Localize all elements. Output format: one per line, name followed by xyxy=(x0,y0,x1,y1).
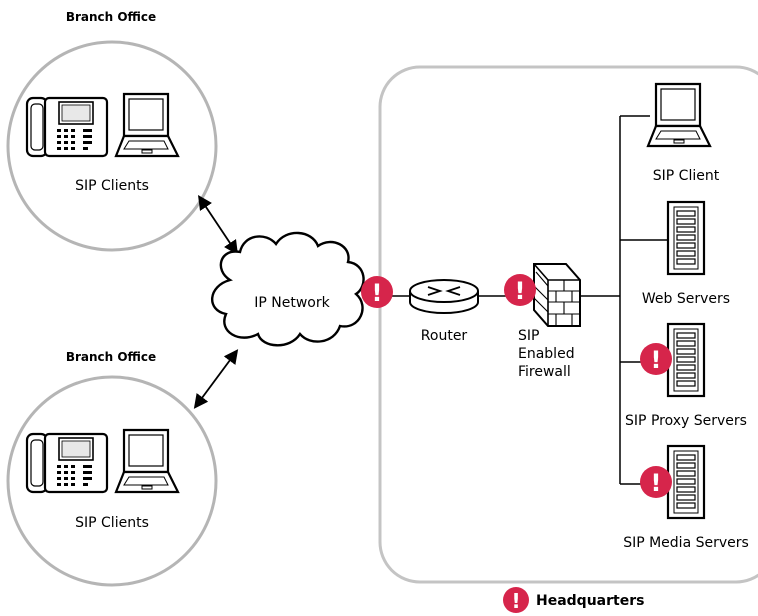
firewall-icon xyxy=(533,263,581,327)
ip-network-label: IP Network xyxy=(254,295,330,311)
svg-text:!: ! xyxy=(651,469,662,497)
branch-top-clients-label: SIP Clients xyxy=(75,178,149,194)
web-servers-label: Web Servers xyxy=(642,291,730,307)
desk-phone-icon xyxy=(25,96,109,158)
ip-network-cloud-icon xyxy=(211,231,365,347)
headquarters-label: Headquarters xyxy=(536,593,644,609)
server-icon xyxy=(666,444,706,520)
alert-icon: ! xyxy=(640,466,672,498)
server-icon xyxy=(666,200,706,276)
alert-icon: ! xyxy=(504,274,536,306)
sip-client-label: SIP Client xyxy=(653,168,720,184)
sip-media-servers-label: SIP Media Servers xyxy=(623,535,749,551)
arrow-branch-bottom-to-network xyxy=(193,349,239,409)
alert-icon: ! xyxy=(503,587,529,613)
branch-office-bottom-title: Branch Office xyxy=(66,350,156,364)
alert-icon: ! xyxy=(361,276,393,308)
svg-text:!: ! xyxy=(372,279,383,307)
svg-text:!: ! xyxy=(515,277,526,305)
svg-text:!: ! xyxy=(651,346,662,374)
arrow-branch-top-to-network xyxy=(198,195,238,255)
router-label: Router xyxy=(421,328,468,344)
laptop-icon xyxy=(114,92,180,158)
svg-text:!: ! xyxy=(511,589,520,613)
branch-office-top-title: Branch Office xyxy=(66,10,156,24)
branch-bottom-clients-label: SIP Clients xyxy=(75,515,149,531)
firewall-label-line1: SIP xyxy=(518,328,539,344)
desk-phone-icon xyxy=(25,432,109,494)
firewall-label-line3: Firewall xyxy=(518,364,571,380)
server-icon xyxy=(666,322,706,398)
laptop-icon xyxy=(114,428,180,494)
alert-icon: ! xyxy=(640,343,672,375)
laptop-icon xyxy=(646,82,712,148)
sip-proxy-servers-label: SIP Proxy Servers xyxy=(625,413,747,429)
router-icon xyxy=(409,279,479,314)
headquarters-boundary xyxy=(378,65,758,584)
firewall-label-line2: Enabled xyxy=(518,346,575,362)
